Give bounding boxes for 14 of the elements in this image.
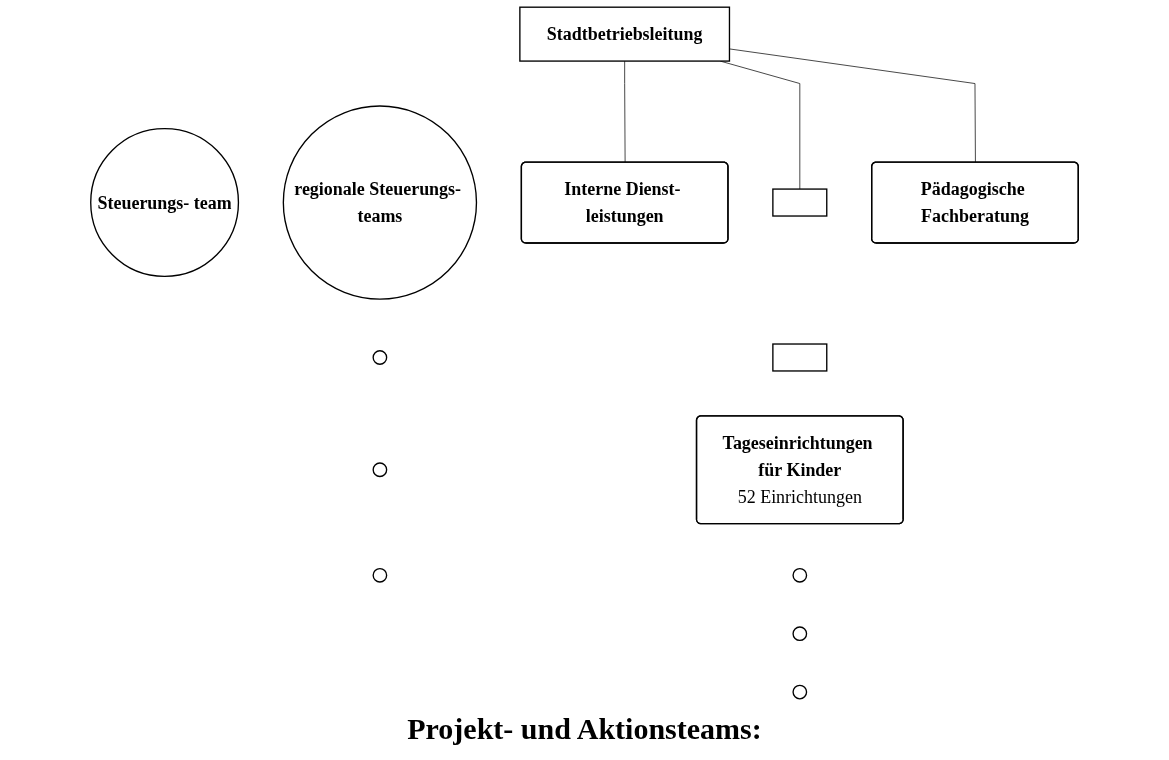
node-box — [772, 343, 828, 372]
node-circle — [372, 462, 388, 478]
connector — [624, 60, 626, 164]
node-circle: regionale Steuerungs- teams — [282, 105, 478, 300]
team-label: Projekt- und Aktionsteams: — [407, 712, 762, 745]
node-circle — [372, 567, 388, 583]
node-circle: Steuerungs- team — [90, 128, 240, 278]
node-box — [772, 188, 828, 217]
node-circle — [792, 626, 808, 642]
node-circle — [372, 350, 388, 365]
node-box: Stadtbetriebsleitung — [519, 6, 731, 62]
node-circle — [792, 567, 808, 583]
connector — [729, 48, 976, 164]
node-circle — [792, 684, 808, 700]
